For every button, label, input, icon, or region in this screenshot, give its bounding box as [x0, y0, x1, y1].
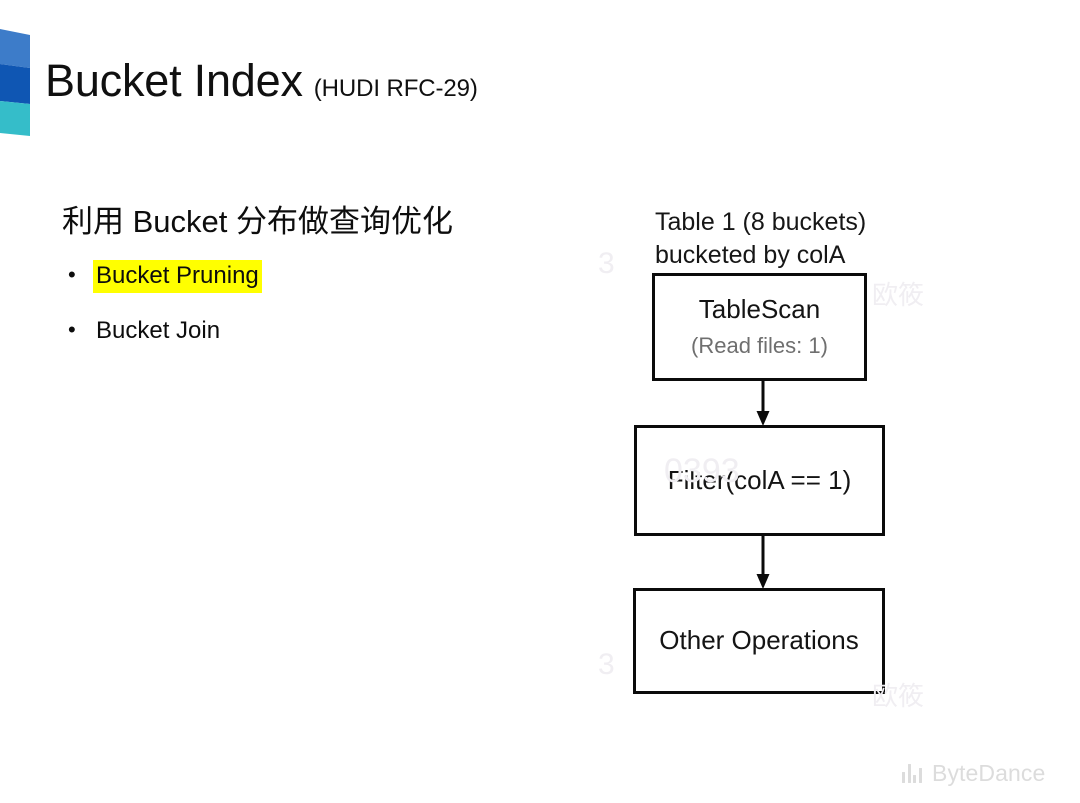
bullet-marker-icon: • [68, 261, 76, 287]
content-pane-left: 利用 Bucket 分布做查询优化 • Bucket Pruning • Buc… [62, 203, 542, 370]
list-item: • Bucket Join [62, 315, 542, 348]
diagram-caption-line-2: bucketed by colA [655, 241, 846, 270]
flow-node-subtitle: (Read files: 1) [691, 333, 828, 359]
flow-arrow-filter-to-other [756, 536, 770, 589]
flow-node-title: Other Operations [659, 625, 859, 656]
diagram-caption-line-1: Table 1 (8 buckets) [655, 208, 867, 236]
list-item: • Bucket Pruning [62, 259, 542, 293]
flow-node-other-operations: Other Operations [633, 588, 885, 694]
bullet-label-bucket-pruning: Bucket Pruning [93, 259, 262, 293]
bullet-marker-icon: • [68, 316, 76, 342]
bar-chart-icon [902, 763, 924, 783]
bullet-label-bucket-join: Bucket Join [96, 316, 221, 344]
bytedance-corner-mark-icon [0, 29, 34, 136]
flow-node-tablescan: TableScan (Read files: 1) [652, 273, 867, 381]
flow-node-title: TableScan [698, 294, 821, 325]
title-subtitle-text: (HUDI RFC-29) [313, 75, 478, 102]
page-title: Bucket Index (HUDI RFC-29) [45, 58, 478, 103]
bytedance-footer-logo: ByteDance [902, 760, 1080, 786]
title-main-text: Bucket Index [45, 55, 303, 106]
flow-arrow-tablescan-to-filter [756, 381, 770, 426]
flow-node-title: Filter(colA == 1) [667, 464, 852, 495]
section-heading: 利用 Bucket 分布做查询优化 [62, 204, 453, 239]
footer-wordmark-text: ByteDance [932, 760, 1046, 786]
flow-node-filter: Filter(colA == 1) [634, 425, 885, 536]
diagram-caption: Table 1 (8 buckets) bucketed by colA [655, 206, 866, 273]
query-plan-diagram: Table 1 (8 buckets) bucketed by colA Tab… [590, 190, 1010, 720]
